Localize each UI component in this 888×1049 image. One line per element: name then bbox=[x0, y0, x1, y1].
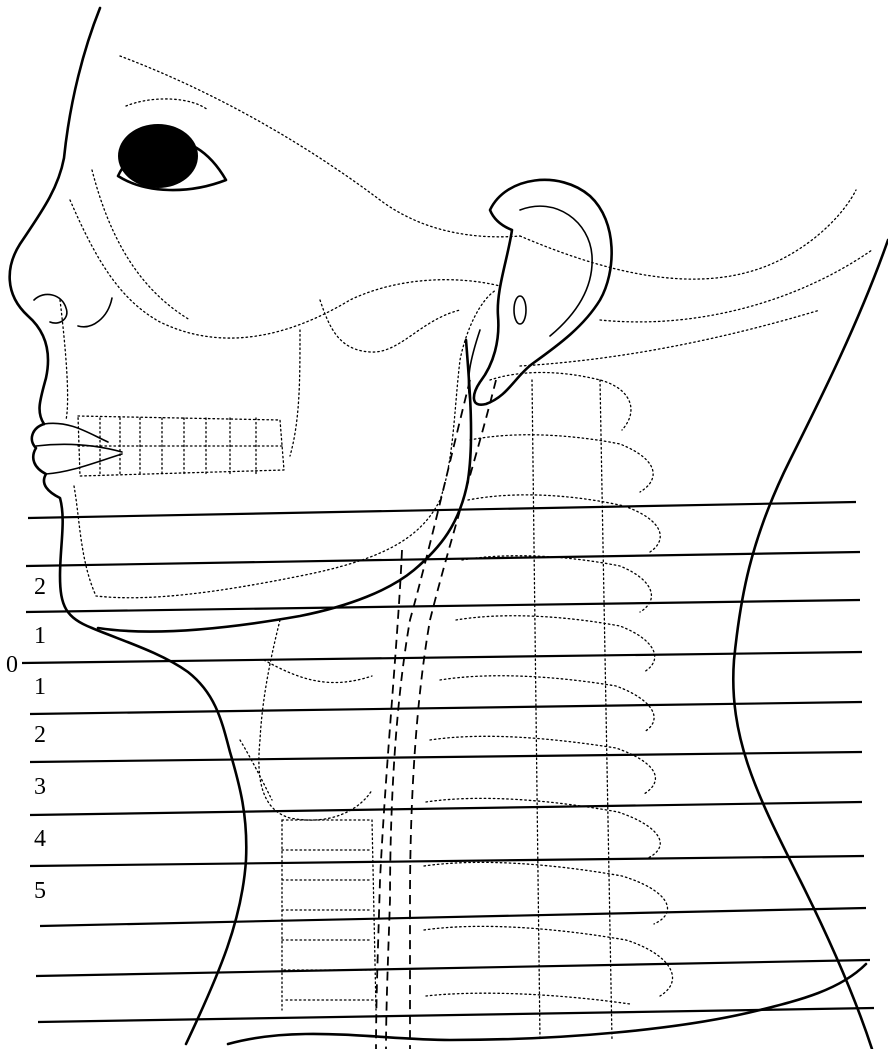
teeth bbox=[78, 416, 284, 476]
level-line bbox=[40, 908, 866, 926]
level-line bbox=[30, 752, 862, 762]
level-label-above-2: 2 bbox=[34, 574, 46, 600]
eye bbox=[118, 99, 226, 190]
level-line bbox=[30, 856, 864, 866]
level-line bbox=[26, 600, 860, 612]
mandible bbox=[74, 290, 496, 632]
level-label-below-2: 2 bbox=[34, 722, 46, 748]
level-label-above-1: 1 bbox=[34, 623, 46, 649]
level-line-zero bbox=[22, 652, 862, 663]
level-line bbox=[30, 702, 862, 714]
level-line bbox=[28, 502, 856, 518]
level-line bbox=[36, 960, 870, 976]
neck-back-outline bbox=[228, 240, 888, 1049]
level-label-below-1: 1 bbox=[34, 674, 46, 700]
level-labels: 2 1 0 1 2 3 4 5 bbox=[6, 574, 46, 904]
vessels-dashed bbox=[376, 330, 496, 1049]
level-line bbox=[30, 802, 862, 815]
level-label-below-3: 3 bbox=[34, 774, 46, 800]
level-label-zero: 0 bbox=[6, 652, 18, 678]
level-label-below-4: 4 bbox=[34, 826, 46, 852]
ear bbox=[474, 180, 612, 405]
larynx-trachea bbox=[240, 620, 376, 1010]
level-line bbox=[38, 1008, 874, 1022]
level-line bbox=[26, 552, 860, 566]
level-label-below-5: 5 bbox=[34, 878, 46, 904]
